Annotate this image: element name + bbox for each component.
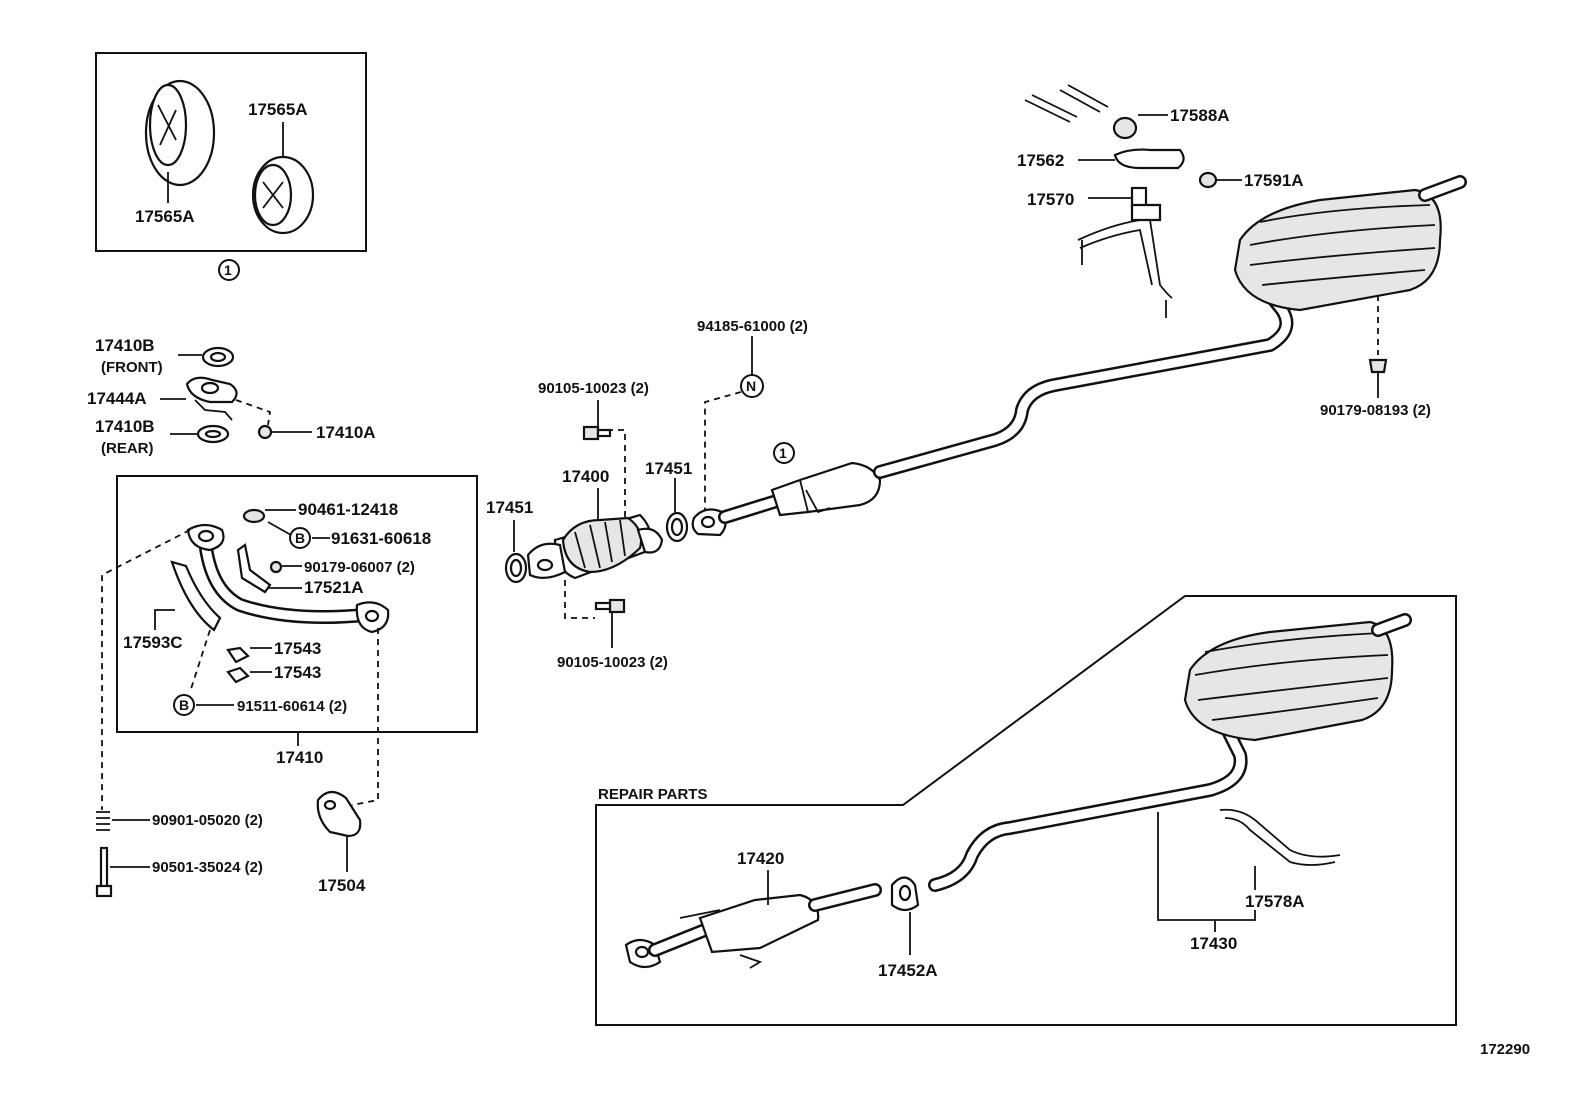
callout-17452A: 17452A (878, 961, 938, 980)
bushing-icon (1112, 116, 1138, 140)
callout-17565A-bottom: 17565A (135, 207, 195, 226)
callout-90901-05020: 90901-05020 (2) (152, 812, 263, 829)
callout-90179-06007: 90179-06007 (2) (304, 559, 415, 576)
nut-icon (1198, 171, 1218, 189)
callout-17578A: 17578A (1245, 892, 1305, 911)
callout-90105-10023-top: 90105-10023 (2) (538, 380, 649, 397)
marker-b-label: B (179, 697, 189, 713)
marker-b-label: B (295, 530, 305, 546)
callout-17400: 17400 (562, 467, 609, 486)
nut-icon (269, 560, 283, 574)
callout-17591A: 17591A (1244, 171, 1304, 190)
callout-17588A: 17588A (1170, 106, 1230, 125)
diagram-id: 172290 (1480, 1041, 1530, 1058)
kit-ref-label: 1 (224, 262, 232, 278)
kit-ref-label: 1 (779, 445, 787, 461)
callout-17410B-rear: 17410B (95, 417, 155, 436)
callout-17504: 17504 (318, 876, 366, 895)
marker-b (173, 694, 195, 716)
clip-icon (226, 646, 250, 664)
gasket-icon (316, 790, 362, 838)
kit-ref-marker (773, 442, 795, 464)
callout-17410B-front: 17410B (95, 336, 155, 355)
label-rear: (REAR) (101, 440, 154, 457)
callout-90105-10023-bottom: 90105-10023 (2) (557, 654, 668, 671)
assembly-bracket (1157, 812, 1256, 921)
nut-icon (1368, 358, 1388, 374)
bolt-icon (594, 598, 626, 614)
spring-icon (96, 811, 110, 831)
front-exhaust-pipe-icon (624, 883, 882, 969)
callout-17593C: 17593C (123, 633, 183, 652)
callout-17410A: 17410A (316, 423, 376, 442)
label-front: (FRONT) (101, 359, 163, 376)
callout-17543-a: 17543 (274, 639, 321, 658)
front-pipe-box (116, 475, 478, 733)
callout-17565A-top: 17565A (248, 100, 308, 119)
callout-17543-b: 17543 (274, 663, 321, 682)
callout-17570: 17570 (1027, 190, 1074, 209)
callout-17562: 17562 (1017, 151, 1064, 170)
muffler-icon (1233, 175, 1467, 312)
mount-rubber-icon (251, 155, 315, 235)
tail-pipe-muffler-icon (928, 613, 1412, 892)
bolt-icon (95, 846, 113, 898)
callout-17444A: 17444A (87, 389, 147, 408)
callout-17451-left: 17451 (486, 498, 533, 517)
bracket-icon (236, 543, 272, 594)
repair-parts-heading: REPAIR PARTS (598, 786, 707, 803)
exhaust-pipe-icon (691, 288, 1294, 537)
callout-91511-60614: 91511-60614 (2) (237, 698, 347, 715)
kit-ref-marker (218, 259, 240, 281)
callout-17430: 17430 (1190, 934, 1237, 953)
marker-b (289, 527, 311, 549)
callout-90461-12418: 90461-12418 (298, 500, 398, 519)
marker-n-label: N (746, 378, 756, 394)
hanger-bracket-icon (1219, 808, 1341, 858)
repair-parts-box (595, 595, 1457, 1026)
callout-17420: 17420 (737, 849, 784, 868)
catalytic-converter-icon (526, 513, 664, 580)
callout-90179-08193: 90179-08193 (2) (1320, 402, 1431, 419)
bracket-icon (1113, 148, 1185, 170)
nut-icon (257, 424, 273, 440)
mount-rubber-kit-box (95, 52, 367, 252)
clamp-icon (242, 508, 266, 524)
callout-91631-60618: 91631-60618 (331, 529, 431, 548)
mount-rubber-icon (144, 79, 216, 187)
muffler-hanger-icon (1077, 186, 1173, 318)
clip-icon (226, 666, 250, 684)
callout-94185-61000: 94185-61000 (2) (697, 318, 808, 335)
callout-17521A: 17521A (304, 578, 364, 597)
bolt-icon (582, 425, 612, 441)
callout-90501-35024: 90501-35024 (2) (152, 859, 263, 876)
hanger-rod-icon (1024, 84, 1109, 123)
callout-17451-right: 17451 (645, 459, 692, 478)
callout-17410: 17410 (276, 748, 323, 767)
front-pipe-icon (170, 523, 390, 634)
